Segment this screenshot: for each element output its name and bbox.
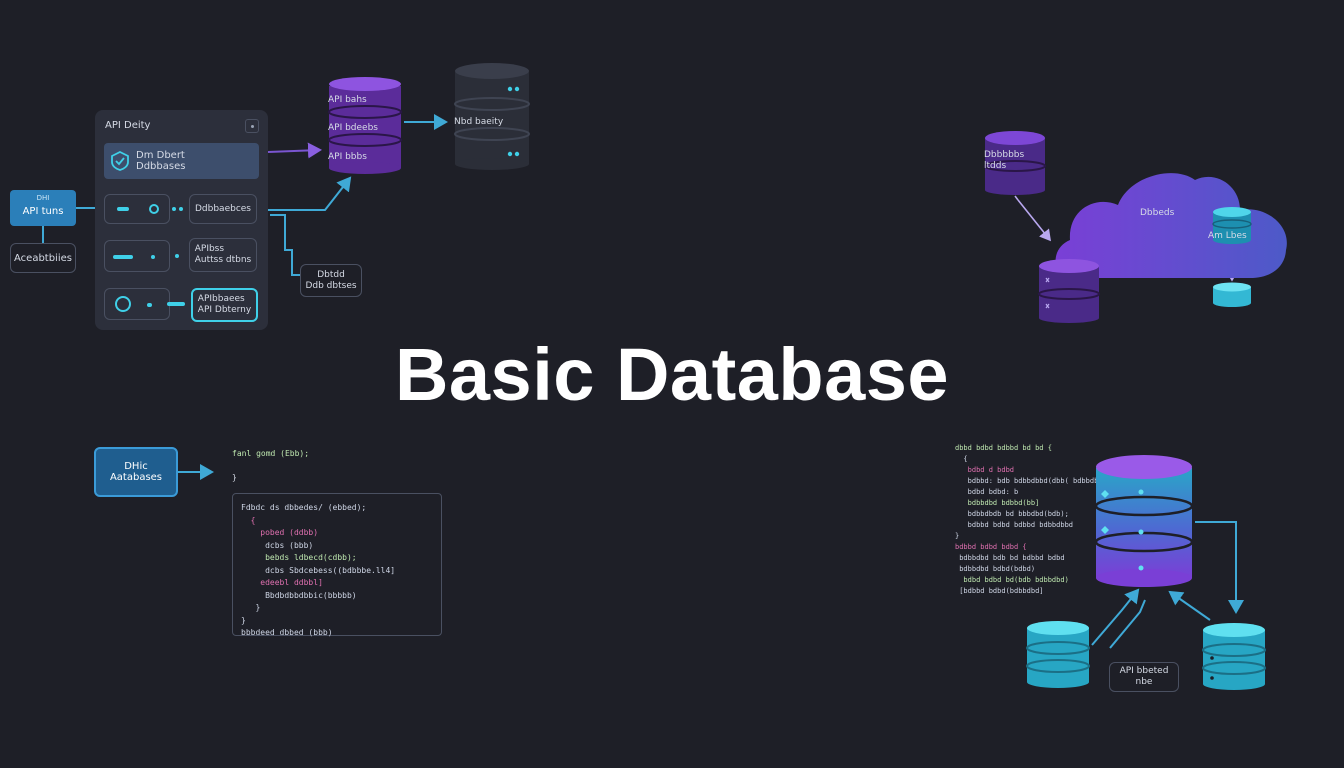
popout-node[interactable]: Dbtdd Ddb dbtses xyxy=(300,264,362,297)
list-item[interactable]: APIbbaees API Dbterny xyxy=(191,288,258,322)
code-line: dbbd bdbd bdbbd bd bd { xyxy=(955,444,1052,452)
status-pill xyxy=(117,207,129,211)
code-line: bdbd bdbd: b xyxy=(955,488,1019,496)
replica-database-left[interactable] xyxy=(1026,620,1090,690)
connector xyxy=(1091,521,1244,649)
code-header: fanl gomd (Ebb); xyxy=(232,449,310,458)
replica-database-right[interactable] xyxy=(1202,622,1266,692)
dhic-databases-label: DHic Aatabases xyxy=(109,461,163,483)
aceabtbies-node[interactable]: Aceabtbiies xyxy=(10,243,76,273)
connector-dash xyxy=(167,302,185,306)
database-icon xyxy=(1202,623,1266,690)
selected-item-label: Dm Dbert Ddbbases xyxy=(136,150,186,172)
code-line: dcbs (bbb) xyxy=(241,540,314,550)
code-line: dcbs Sbdcebess((bdbbbe.ll4] xyxy=(241,565,396,575)
api-tuns-prefix: DHI xyxy=(36,194,50,202)
code-line: bdbbd bdbd bdbd { xyxy=(955,543,1027,551)
code-line: bdbbdbd bdbd(bdbd) xyxy=(955,565,1036,573)
code-lines: Fdbdc ds dbbedes/ (ebbed); { pobed (ddbb… xyxy=(241,502,395,640)
api-tuns-node[interactable]: DHI API tuns xyxy=(10,190,76,226)
code-block[interactable]: Fdbdc ds dbbedes/ (ebbed); { pobed (ddbb… xyxy=(232,493,442,637)
database-icon xyxy=(328,77,402,174)
cloud-label: Dbbeds xyxy=(1140,208,1175,218)
list-item-label: APIbbaees API Dbterny xyxy=(197,294,252,315)
list-item[interactable]: Ddbbaebces xyxy=(189,194,257,224)
stack-layer-label: API bahs xyxy=(328,95,367,105)
list-item[interactable] xyxy=(104,288,170,320)
list-item-label: APIbss Auttss dtbns xyxy=(194,244,252,265)
check-circle-icon xyxy=(115,296,131,312)
connector-dot xyxy=(179,207,183,211)
status-pill xyxy=(147,303,152,307)
code-line: bebds ldbecd(cdbb); xyxy=(241,553,357,562)
small-database[interactable] xyxy=(1212,282,1252,308)
page-title: Basic Database xyxy=(394,333,950,416)
shield-check-icon xyxy=(111,151,129,171)
database-icon xyxy=(1212,207,1252,244)
code-close: } xyxy=(232,473,237,482)
code-line: [bdbbd bdbd(bdbbdbd] xyxy=(955,587,1044,595)
status-dot xyxy=(151,255,155,259)
panel-menu-button[interactable] xyxy=(245,119,259,133)
code-line: bdbbd: bdb bdbbdbbd(dbb( bdbbdbd xyxy=(955,477,1103,485)
list-item[interactable] xyxy=(104,240,170,272)
cloud-source-database[interactable] xyxy=(1038,258,1100,324)
code-line: } xyxy=(241,615,246,625)
cloud-database-label: Am Lbes xyxy=(1208,231,1247,241)
source-database-label: Dbbbbbs ltdds xyxy=(984,150,1025,171)
database-stack-dark[interactable]: Nbd baeity xyxy=(454,62,530,172)
api-panel: API Deity Dm Dbert Ddbbases Ddbbaebces A… xyxy=(95,110,268,330)
code-line: bdbd bdbd bd(bdb bdbbdbd) xyxy=(955,576,1069,584)
code-line: bdbbdbd bdbbd(bb] xyxy=(955,499,1040,507)
database-stack[interactable]: API bahs API bdeebs API bbbs xyxy=(328,76,402,174)
code-line: { xyxy=(955,455,968,463)
dot-icon xyxy=(251,125,254,128)
code-line: bdbd d bdbd xyxy=(955,466,1015,474)
database-icon xyxy=(1038,259,1100,323)
database-icon xyxy=(1095,455,1193,587)
api-node-label: API bbeted nbe xyxy=(1119,666,1169,687)
stack-target-label: Nbd baeity xyxy=(454,117,504,127)
popout-label: Dbtdd Ddb dbtses xyxy=(305,269,357,291)
code-line: { xyxy=(241,515,256,525)
code-line: bbbdeed dbbed (bbb) xyxy=(241,628,333,637)
code-line: Bbdbdbbdbbic(bbbbb) xyxy=(241,590,357,600)
code-line: bdbbdbd bdb bd bdbbd bdbd xyxy=(955,554,1065,562)
dhic-databases-node[interactable]: DHic Aatabases xyxy=(94,447,178,497)
database-icon xyxy=(1213,282,1251,307)
api-tuns-label: API tuns xyxy=(22,205,64,217)
stack-layer-label: API bdeebs xyxy=(328,123,379,133)
stack-layer-label: API bbbs xyxy=(328,152,367,162)
main-database-stack[interactable] xyxy=(1095,454,1193,590)
database-icon xyxy=(454,63,530,170)
aceabtbies-label: Aceabtbiies xyxy=(14,252,72,264)
status-pill xyxy=(113,255,133,259)
connector-dot xyxy=(172,207,176,211)
database-icon xyxy=(984,131,1046,195)
code-line: bdbbd bdbd bdbbd bdbbdbbd xyxy=(955,521,1074,529)
code-line: pobed (ddbb) xyxy=(241,528,319,537)
code-line: Fdbdc ds dbbedes/ (ebbed); xyxy=(241,503,367,512)
connector-dot xyxy=(175,254,179,258)
source-database[interactable]: Dbbbbbs ltdds xyxy=(984,130,1046,196)
gear-icon xyxy=(149,204,159,214)
list-item[interactable]: APIbss Auttss dtbns xyxy=(189,238,257,272)
cloud-database[interactable]: Am Lbes xyxy=(1208,206,1252,246)
list-item[interactable] xyxy=(104,194,170,224)
code-line: edeebl ddbbl] xyxy=(241,578,323,587)
code-line: } xyxy=(955,532,960,540)
database-icon xyxy=(1026,621,1090,688)
selected-item[interactable]: Dm Dbert Ddbbases xyxy=(104,143,259,179)
code-line: bdbbdbdb bd bbbdbd(bdb); xyxy=(955,510,1069,518)
api-node[interactable]: API bbeted nbe xyxy=(1109,662,1179,692)
code-line: } xyxy=(241,603,261,612)
connector xyxy=(42,114,448,480)
list-item-label: Ddbbaebces xyxy=(194,203,251,214)
code-snippet: dbbd bdbd bdbbd bd bd { { bdbd d bdbd bd… xyxy=(955,443,1103,597)
panel-header: API Deity xyxy=(105,120,151,131)
